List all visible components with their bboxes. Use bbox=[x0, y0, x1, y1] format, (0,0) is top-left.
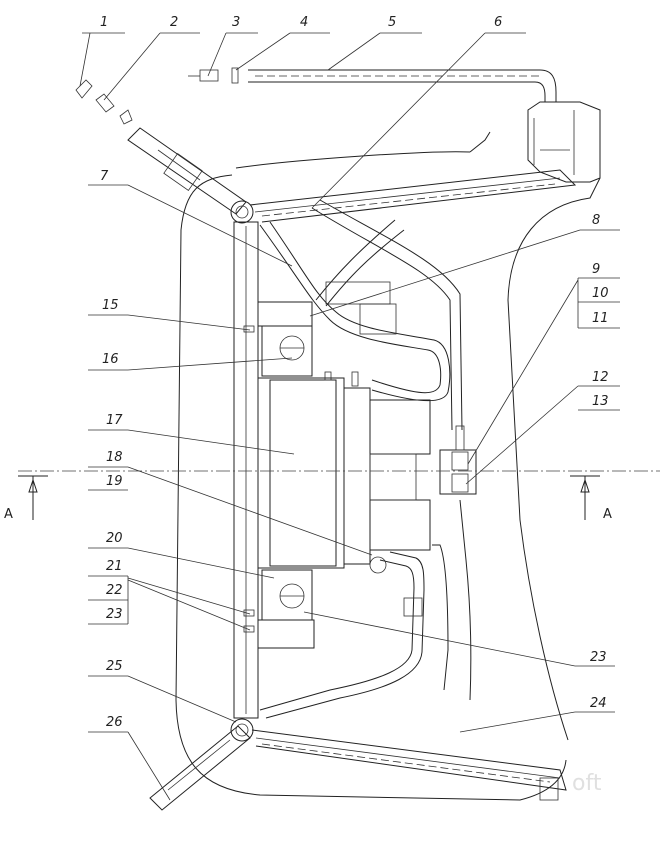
leader-lines bbox=[79, 32, 620, 801]
callout-21: 9 bbox=[592, 262, 600, 277]
section-line bbox=[18, 470, 660, 520]
callout-5: 23 bbox=[106, 607, 123, 622]
callout-4: 22 bbox=[106, 583, 123, 598]
upper-arm bbox=[249, 169, 577, 223]
left-plate bbox=[233, 221, 259, 719]
callout-17: 3 bbox=[232, 15, 240, 30]
callout-15: 1 bbox=[100, 15, 108, 30]
callout-6: 20 bbox=[106, 531, 123, 546]
callout-26: 24 bbox=[590, 696, 607, 711]
callout-18: 5 bbox=[388, 15, 396, 30]
section-mark-right: A bbox=[603, 507, 612, 522]
pipe-runs bbox=[259, 199, 463, 431]
watermark: oft bbox=[572, 771, 602, 796]
frame-outline bbox=[175, 131, 601, 801]
section-mark-left: A bbox=[4, 507, 13, 522]
top-right-bracket bbox=[527, 101, 601, 183]
callout-13: 7 bbox=[100, 169, 109, 184]
upper-left-pipe bbox=[75, 79, 247, 215]
lower-arm bbox=[251, 729, 567, 801]
lower-left-pipe bbox=[149, 725, 251, 811]
callout-23b: 13 bbox=[592, 394, 609, 409]
callout-3: 21 bbox=[106, 559, 123, 574]
callout-22: 10 bbox=[592, 286, 609, 301]
upper-joint bbox=[230, 200, 254, 224]
callout-2: 25 bbox=[106, 659, 123, 674]
callout-24: 12 bbox=[592, 370, 609, 385]
upper-bracket bbox=[243, 301, 313, 377]
callout-20: 8 bbox=[592, 213, 600, 228]
callout-10: 16 bbox=[102, 352, 119, 367]
callout-labels: 1 2 3 4 5 6 7 8 9 10 11 12 13 15 16 17 1… bbox=[100, 15, 609, 730]
top-pipe-assembly bbox=[188, 67, 557, 102]
callout-12: 4 bbox=[300, 15, 308, 30]
callout-1: 26 bbox=[106, 715, 123, 730]
side-fitting bbox=[439, 425, 477, 495]
callout-11: 15 bbox=[102, 298, 119, 313]
pipe-runs-lower bbox=[259, 499, 472, 719]
callout-7: 18 bbox=[106, 450, 123, 465]
lower-bracket bbox=[243, 569, 315, 649]
callout-19: 6 bbox=[494, 15, 502, 30]
callout-16: 2 bbox=[170, 15, 178, 30]
callout-9: 17 bbox=[106, 413, 123, 428]
callout-8: 19 bbox=[106, 474, 123, 489]
callout-25: 23 bbox=[590, 650, 607, 665]
callout-23: 11 bbox=[592, 311, 609, 326]
central-unit bbox=[257, 371, 431, 569]
